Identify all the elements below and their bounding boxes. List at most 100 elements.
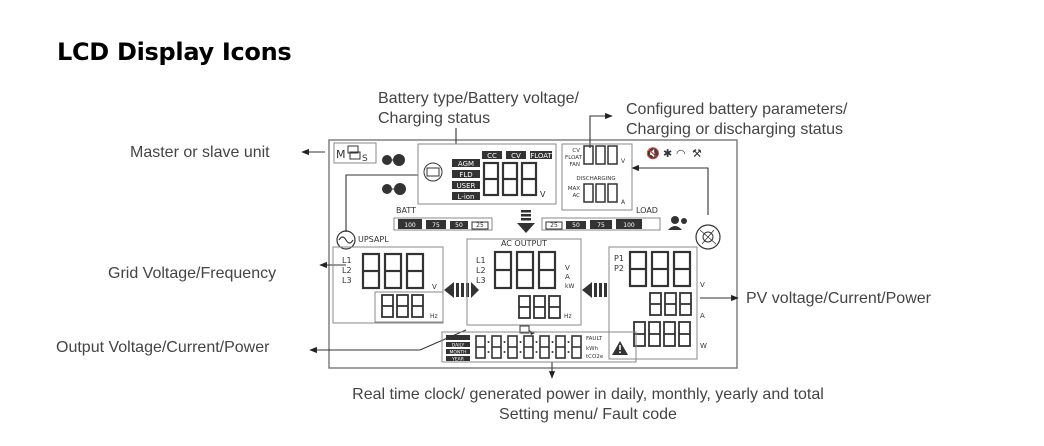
leader-grid (345, 174, 418, 232)
clock-colons (487, 341, 570, 353)
wifi-icon: ◠ (676, 147, 686, 160)
status-icons: 🔇 ✱ ◠ ⚒ (646, 147, 702, 160)
wrench-icon: ⚒ (692, 147, 702, 160)
output-unit-a: A (565, 273, 570, 281)
master-slave-s: S (362, 154, 368, 164)
callout-configured-line1: Configured battery parameters/ (626, 101, 848, 118)
period-tags: DAILY MONTH YEAR (446, 335, 470, 363)
output-frequency-unit: Hz (564, 313, 572, 320)
battery-voltage-digits (482, 161, 538, 197)
batt-level-50: 50 (455, 222, 463, 229)
pv-voltage-unit: V (700, 281, 705, 289)
leader-lines (301, 112, 739, 379)
master-slave-box (333, 142, 377, 164)
ac-output-section (466, 238, 582, 326)
load-level-50: 50 (572, 222, 580, 229)
params-unit-v: V (621, 158, 626, 165)
callout-clock: Real time clock/ generated power in dail… (308, 385, 868, 425)
callout-battery-type-line2: Charging status (378, 110, 491, 127)
batt-level-100: 100 (404, 222, 416, 229)
pv-power-digits (633, 321, 691, 347)
pv-line-p1: P1 (614, 254, 624, 263)
page-title: LCD Display Icons (57, 38, 292, 66)
leader-load (631, 164, 709, 215)
grid-frequency-unit: Hz (430, 313, 438, 320)
discharging-label: DISCHARGING (576, 176, 615, 182)
callout-master-slave: Master or slave unit (130, 144, 270, 161)
period-tag-daily: DAILY (452, 343, 465, 349)
battery-type-fld: FLD (459, 171, 472, 179)
params-section (561, 143, 633, 211)
pv-voltage-digits (628, 250, 692, 288)
charge-stage-cc: CC (487, 152, 497, 160)
grid-line-l2: L2 (342, 266, 352, 275)
pv-power-unit: W (700, 342, 707, 350)
period-tag-year: YEAR (451, 357, 464, 363)
leader-output (309, 329, 467, 354)
battery-type-user: USER (457, 182, 476, 190)
charge-stage-float: FLOAT (530, 152, 552, 160)
setting-menu-icon (519, 325, 535, 335)
flow-down-arrow (517, 210, 535, 233)
battery-section (417, 143, 557, 205)
params-digits (583, 145, 618, 203)
battery-type-lion: L-ion (458, 193, 475, 201)
params-float: FLOAT (565, 155, 583, 161)
master-slave-icon (347, 145, 361, 160)
callout-battery-type-line1: Battery type/Battery voltage/ (378, 90, 579, 107)
batt-level-bar: 100 75 50 25 (393, 217, 493, 231)
mute-icon: 🔇 (646, 147, 660, 160)
callout-grid: Grid Voltage/Frequency (108, 265, 277, 282)
output-unit-kw: kW (565, 283, 574, 290)
ups-apl-label: UPSAPL (358, 235, 389, 244)
callout-clock-line1: Real time clock/ generated power in dail… (352, 386, 824, 403)
battery-icon (423, 162, 443, 182)
load-level-100: 100 (623, 222, 635, 229)
max-label: MAX (568, 186, 581, 192)
callout-output: Output Voltage/Current/Power (56, 339, 270, 356)
callout-battery-type: Battery type/Battery voltage/ Charging s… (378, 89, 579, 129)
warning-icon (612, 341, 628, 355)
pv-current-unit: A (700, 312, 705, 320)
load-user-icon (668, 216, 687, 230)
callout-configured-line2: Charging or discharging status (626, 121, 844, 138)
batt-level-75: 75 (432, 222, 440, 229)
sun-icon (695, 224, 721, 250)
callout-clock-line2: Setting menu/ Fault code (499, 406, 677, 423)
co2-label: tCO2e (586, 354, 604, 360)
period-tag-month: MONTH (450, 350, 467, 356)
charge-stage-tags: CC CV FLOAT (482, 151, 553, 160)
params-fan: FAN (569, 162, 580, 168)
clock-section (441, 331, 637, 363)
leader-configured (589, 112, 613, 148)
pv-section (608, 246, 698, 360)
output-line-l3: L3 (476, 276, 486, 285)
ac-label: AC (572, 193, 580, 199)
output-line-l1: L1 (476, 256, 486, 265)
load-level-75: 75 (597, 222, 605, 229)
grid-flow-arrow (444, 282, 479, 298)
output-frequency-digits (518, 295, 561, 319)
load-level-bar: 25 50 75 100 (541, 217, 661, 231)
pv-current-digits (649, 292, 692, 316)
pv-line-p2: P2 (614, 264, 624, 273)
fault-label: FAULT (586, 336, 603, 342)
grid-frequency-box (374, 291, 444, 323)
ac-source-icon (336, 230, 356, 250)
bluetooth-icon: ✱ (663, 147, 672, 160)
output-line-l2: L2 (476, 266, 486, 275)
kwh-label: kWh (586, 346, 599, 352)
lcd-panel (328, 139, 738, 369)
output-unit-v: V (565, 264, 570, 272)
grid-source-icon (382, 154, 405, 166)
grid-voltage-unit: V (432, 283, 437, 291)
pv-flow-arrow (582, 282, 607, 298)
grid-line-l1: L1 (342, 256, 352, 265)
clock-digits (475, 335, 582, 359)
battery-type-tags: AGM FLD USER L-ion (452, 159, 480, 201)
load-label: LOAD (636, 206, 658, 215)
load-level-25: 25 (550, 222, 558, 229)
batt-level-25: 25 (476, 222, 484, 229)
params-unit-a: A (621, 199, 626, 206)
